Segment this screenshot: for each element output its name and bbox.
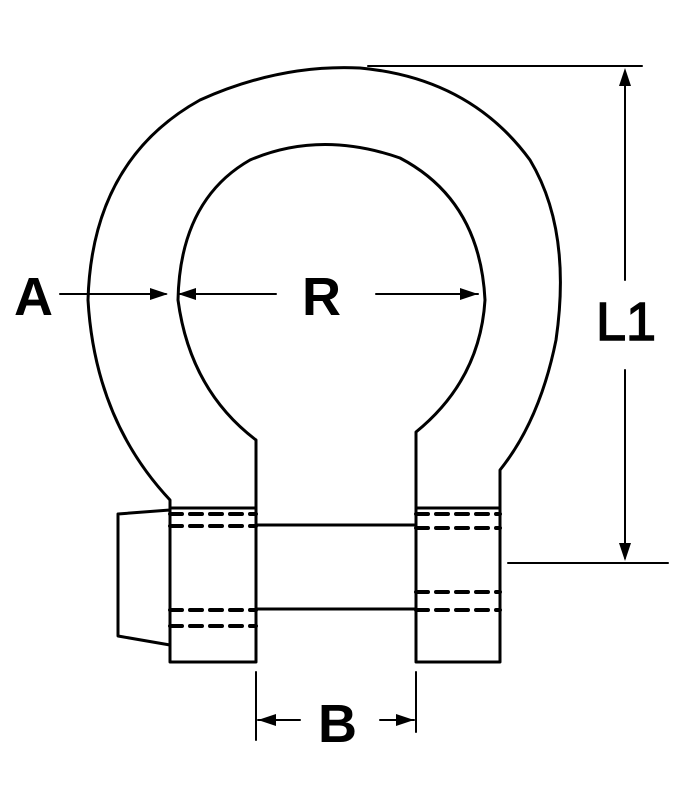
dimension-label-a: A bbox=[14, 267, 53, 327]
shackle-bow-inner bbox=[176, 143, 487, 522]
bolt-head bbox=[116, 508, 172, 647]
arrow-l1-up-icon bbox=[619, 68, 631, 86]
arrow-b-left-icon bbox=[258, 714, 276, 726]
left-eye bbox=[168, 506, 258, 664]
dimension-label-b: B bbox=[318, 694, 357, 754]
hidden-thread-lines bbox=[168, 512, 502, 628]
arrow-r-left-icon bbox=[178, 288, 196, 300]
arrow-r-right-icon bbox=[460, 288, 478, 300]
shackle-bow-outer bbox=[86, 66, 562, 522]
arrow-l1-down-icon bbox=[619, 543, 631, 561]
dimension-label-l1: L1 bbox=[595, 292, 657, 352]
right-eye bbox=[414, 506, 502, 664]
arrow-a-right-icon bbox=[150, 288, 168, 300]
dimension-label-r: R bbox=[302, 267, 341, 327]
arrow-b-right-icon bbox=[396, 714, 414, 726]
